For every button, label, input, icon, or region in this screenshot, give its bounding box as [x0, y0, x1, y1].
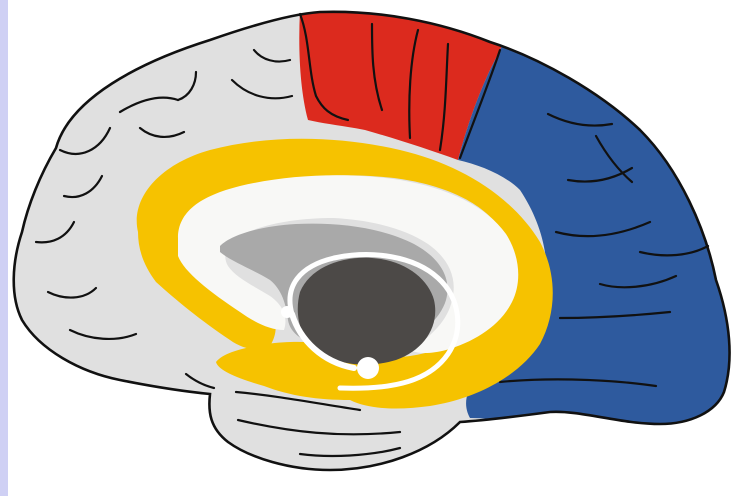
brain-diagram	[0, 0, 737, 496]
diagram-stage	[0, 0, 737, 496]
